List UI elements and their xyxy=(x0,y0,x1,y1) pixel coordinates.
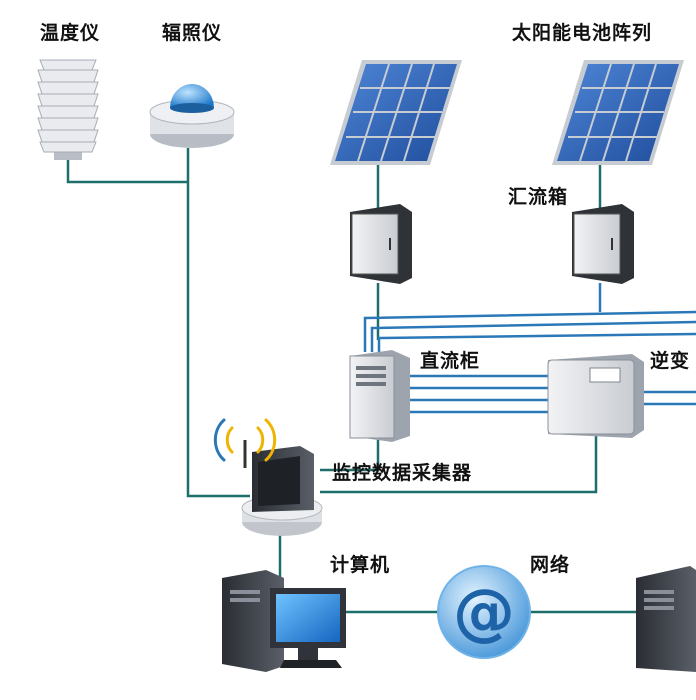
dc-to-collector xyxy=(320,440,380,472)
pyranometer-wire xyxy=(186,148,250,498)
combiner-box-label: 汇流箱 xyxy=(508,186,569,208)
wiring xyxy=(66,148,696,614)
inv-to-collector xyxy=(320,435,598,494)
bus-line-3 xyxy=(377,332,696,352)
network-at-symbol: @ xyxy=(453,575,515,648)
inverter-icon xyxy=(547,354,644,438)
combiner-box-2 xyxy=(572,204,634,284)
pyranometer-icon xyxy=(149,84,235,148)
computer-label: 计算机 xyxy=(330,554,391,576)
thermometer-icon xyxy=(37,59,99,160)
solar-panel-2 xyxy=(552,60,684,165)
thermometer-wire xyxy=(66,160,188,184)
computer-icon xyxy=(222,570,346,672)
data-collector-icon xyxy=(241,440,323,536)
thermometer-label: 温度仪 xyxy=(40,22,101,44)
bus-line-1 xyxy=(363,310,696,352)
server-icon xyxy=(636,566,696,672)
pyranometer-label: 辐照仪 xyxy=(162,22,223,44)
combiner-box-1 xyxy=(350,204,412,284)
solar-array-label: 太阳能电池阵列 xyxy=(512,22,653,44)
network-label: 网络 xyxy=(530,554,571,576)
data-collector-label: 监控数据采集器 xyxy=(332,462,473,484)
dc-cabinet-label: 直流柜 xyxy=(420,350,481,372)
inverter-label: 逆变 xyxy=(650,350,691,372)
wifi-icon xyxy=(213,418,277,462)
solar-panel-1 xyxy=(330,60,462,165)
dc-cabinet-icon xyxy=(349,350,410,442)
bus-line-2 xyxy=(370,320,696,352)
network-icon xyxy=(437,565,531,659)
